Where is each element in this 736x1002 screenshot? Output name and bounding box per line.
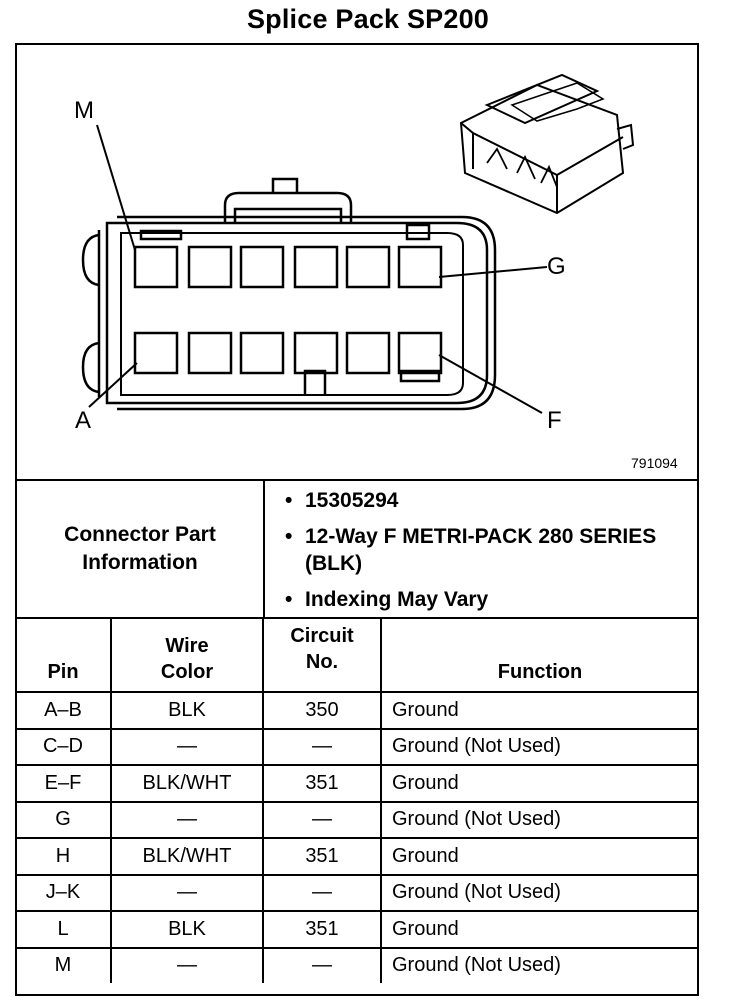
- connector-info-item: • Indexing May Vary: [285, 586, 695, 613]
- pin-label-f: F: [547, 407, 562, 434]
- cell-circuit: 350: [262, 691, 382, 730]
- table-row: M — — Ground (Not Used): [16, 946, 698, 983]
- connector-info-label: Connector Part Information: [17, 481, 265, 617]
- table-row: G — — Ground (Not Used): [16, 800, 698, 839]
- cell-circuit: —: [262, 946, 382, 983]
- cell-circuit: —: [262, 873, 382, 912]
- header-circuit: Circuit No.: [262, 619, 382, 693]
- pin-label-m: M: [74, 97, 94, 124]
- connector-info-item: • 12-Way F METRI-PACK 280 SERIES (BLK): [285, 523, 695, 577]
- diagram-frame: M G A F 791094 Connector Part Informatio…: [15, 43, 699, 996]
- table-row: C–D — — Ground (Not Used): [16, 727, 698, 766]
- cell-wire-color: —: [110, 946, 264, 983]
- table-row: L BLK 351 Ground: [16, 910, 698, 949]
- bullet-icon: •: [285, 525, 293, 548]
- cell-function: Ground (Not Used): [380, 873, 698, 912]
- table-row: A–B BLK 350 Ground: [16, 691, 698, 730]
- cell-wire-color: —: [110, 873, 264, 912]
- cell-circuit: 351: [262, 910, 382, 949]
- header-function: Function: [380, 619, 698, 693]
- table-row: H BLK/WHT 351 Ground: [16, 837, 698, 876]
- indexing-note: Indexing May Vary: [305, 588, 489, 611]
- part-number: 15305294: [305, 489, 399, 512]
- figure-number: 791094: [631, 455, 678, 471]
- cell-function: Ground (Not Used): [380, 946, 698, 983]
- connector-info-label-line2: Information: [82, 551, 198, 574]
- connector-info-list: • 15305294 • 12-Way F METRI-PACK 280 SER…: [285, 487, 695, 622]
- pin-table-header: Pin Wire Color Circuit No. Function: [16, 619, 698, 693]
- header-wire-color-label: Wire Color: [160, 635, 214, 683]
- cell-function: Ground: [380, 691, 698, 730]
- table-row: E–F BLK/WHT 351 Ground: [16, 764, 698, 803]
- cell-function: Ground: [380, 764, 698, 803]
- cell-pin: E–F: [16, 764, 112, 803]
- cell-circuit: —: [262, 800, 382, 839]
- table-row: J–K — — Ground (Not Used): [16, 873, 698, 912]
- cell-pin: C–D: [16, 727, 112, 766]
- cell-function: Ground (Not Used): [380, 800, 698, 839]
- pin-label-a: A: [75, 407, 92, 434]
- cell-circuit: —: [262, 727, 382, 766]
- page-title: Splice Pack SP200: [246, 4, 490, 34]
- cell-wire-color: BLK: [110, 691, 264, 730]
- cell-pin: A–B: [16, 691, 112, 730]
- connector-info-item: • 15305294: [285, 487, 695, 514]
- cell-circuit: 351: [262, 764, 382, 803]
- cell-function: Ground: [380, 910, 698, 949]
- cell-circuit: 351: [262, 837, 382, 876]
- cell-wire-color: BLK/WHT: [110, 837, 264, 876]
- cell-wire-color: —: [110, 727, 264, 766]
- cell-function: Ground: [380, 837, 698, 876]
- connector-face-icon: [81, 73, 635, 414]
- cell-function: Ground (Not Used): [380, 727, 698, 766]
- connector-info-section: Connector Part Information • 15305294 • …: [17, 481, 697, 619]
- bullet-icon: •: [285, 489, 293, 512]
- connector-info-label-line1: Connector Part: [64, 523, 216, 546]
- header-circuit-label: Circuit No.: [290, 625, 354, 673]
- bullet-icon: •: [285, 588, 293, 611]
- cell-wire-color: BLK: [110, 910, 264, 949]
- cell-pin: L: [16, 910, 112, 949]
- cell-pin: M: [16, 946, 112, 983]
- connector-diagram: M G A F 791094: [17, 45, 697, 481]
- cell-pin: J–K: [16, 873, 112, 912]
- header-wire-color: Wire Color: [110, 619, 264, 693]
- cell-pin: H: [16, 837, 112, 876]
- cell-pin: G: [16, 800, 112, 839]
- header-pin: Pin: [16, 619, 112, 693]
- cell-wire-color: —: [110, 800, 264, 839]
- cell-wire-color: BLK/WHT: [110, 764, 264, 803]
- pin-label-g: G: [547, 253, 566, 280]
- pin-table: Pin Wire Color Circuit No. Function A–B …: [16, 619, 698, 983]
- connector-type: 12-Way F METRI-PACK 280 SERIES (BLK): [305, 525, 657, 575]
